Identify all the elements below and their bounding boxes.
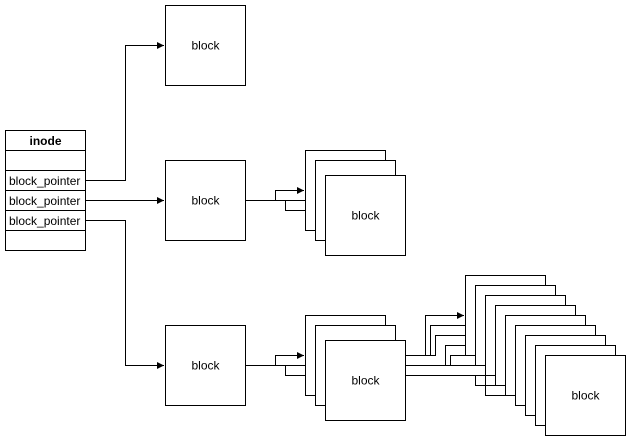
blocks: block block block block block block <box>165 5 626 436</box>
inode-title: inode <box>30 134 62 148</box>
arrow-direct <box>85 42 164 181</box>
block-label: block <box>191 39 220 53</box>
block-pointer-label: block_pointer <box>9 214 80 228</box>
stack-single-arrow <box>275 200 324 214</box>
stack-double-arrow <box>245 352 304 366</box>
block-pointer-label: block_pointer <box>9 174 80 188</box>
block-double-indirect <box>165 325 246 406</box>
inode-row-empty <box>5 150 86 171</box>
arrow-double-indirect <box>85 220 164 369</box>
sub-arrow-3 <box>405 332 484 356</box>
block-label: block <box>571 389 600 403</box>
block-label: block <box>351 374 380 388</box>
stack-single-3 <box>325 175 406 256</box>
sub-arrow-2 <box>405 322 474 356</box>
stack-double-3 <box>325 340 406 421</box>
inode-table: inode block_pointer block_pointer block_… <box>5 130 86 251</box>
stack-single-arrow <box>245 187 304 201</box>
block-single-indirect <box>165 160 246 241</box>
block-direct <box>165 5 246 86</box>
block-label: block <box>191 194 220 208</box>
block-pointer-label: block_pointer <box>9 194 80 208</box>
block-label: block <box>191 359 220 373</box>
sub-block-9 <box>545 355 626 436</box>
inode-row-empty <box>5 230 86 251</box>
block-label: block <box>351 209 380 223</box>
stack-double-arrow <box>275 365 324 379</box>
